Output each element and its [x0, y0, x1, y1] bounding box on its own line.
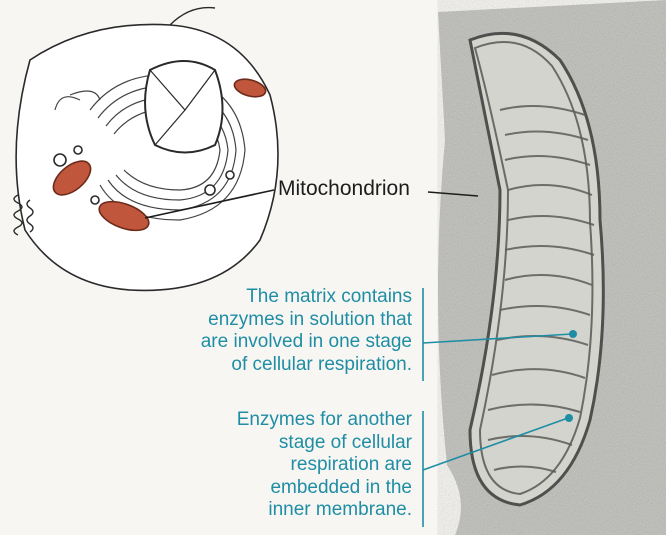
matrix-callout-line: are involved in one stage	[150, 331, 412, 354]
matrix-callout-line: The matrix contains	[150, 286, 412, 309]
enzymes-callout-line: embedded in the	[150, 477, 412, 500]
enzymes-callout-line: stage of cellular	[150, 432, 412, 455]
cell-illustration	[14, 8, 278, 291]
enzymes-callout-line: Enzymes for another	[150, 409, 412, 432]
enzymes-callout-line: respiration are	[150, 454, 412, 477]
mitochondrion-label: Mitochondrion	[278, 177, 410, 201]
matrix-callout-line: of cellular respiration.	[150, 354, 412, 377]
micrograph-panel	[438, 0, 666, 535]
enzymes-callout-line: inner membrane.	[150, 499, 412, 522]
matrix-callout-line: enzymes in solution that	[150, 309, 412, 332]
enzymes-callout: Enzymes for another stage of cellular re…	[150, 409, 412, 522]
matrix-callout: The matrix contains enzymes in solution …	[150, 286, 412, 376]
nucleus	[145, 61, 222, 153]
